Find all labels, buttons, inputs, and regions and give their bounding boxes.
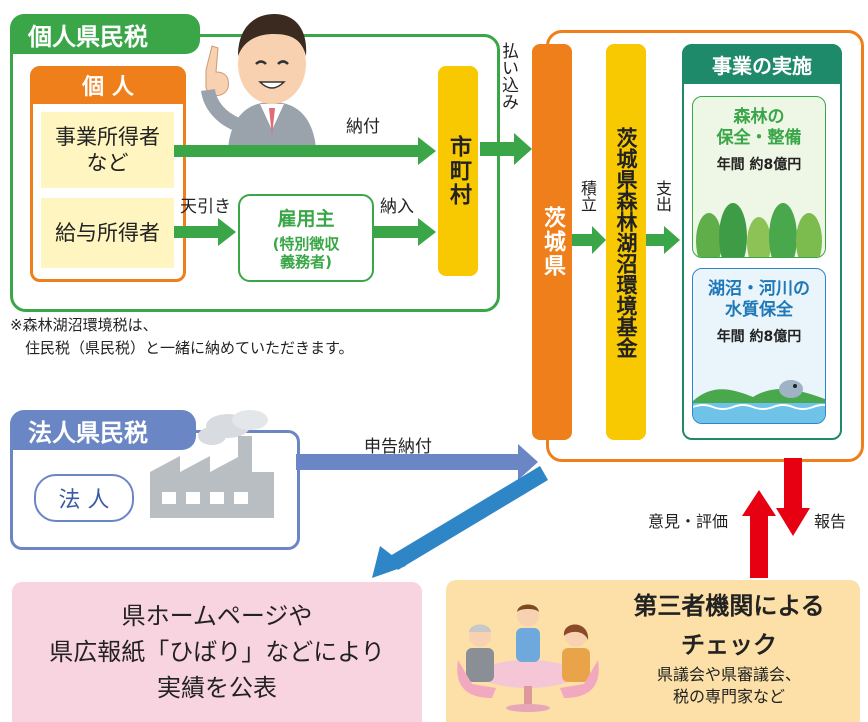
factory-icon: [150, 410, 274, 518]
accumulate-arrow: [572, 226, 606, 254]
individual-tax-tab: 個人県民税: [10, 14, 200, 54]
report-label: 報告: [814, 512, 847, 531]
delivery-arrow: [372, 218, 436, 246]
meeting-illustration: [457, 604, 599, 712]
employer-box: 雇用主 (特別徴収 義務者): [238, 194, 374, 282]
individual-header-label: 個 人: [82, 75, 134, 100]
third-party-title: 第三者機関による: [633, 592, 825, 620]
members-label: 県議会や県審議会、 税の専門家など: [656, 665, 801, 706]
projects-header: 事業の実施: [682, 44, 842, 84]
water-card: 湖沼・河川の 水質保全 年間 約8億円: [692, 268, 826, 424]
employer-label: 雇用主: [277, 208, 335, 230]
corporation-box: 法 人: [34, 474, 134, 522]
publication-box: 県ホームページや 県広報紙「ひばり」などにより 実績を公表: [12, 582, 422, 722]
municipality-bar: 市町村: [438, 66, 478, 276]
spend-arrow: [646, 226, 680, 254]
forest-title: 森林の 保全・整備: [716, 107, 802, 149]
forest-illustration: [696, 203, 822, 257]
publication-text: 県ホームページや 県広報紙「ひばり」などにより 実績を公表: [49, 602, 385, 702]
forest-budget: 年間 約8億円: [716, 156, 802, 173]
prefecture-label: 茨城県: [540, 206, 565, 278]
deduction-arrow: [174, 218, 236, 246]
water-budget: 年間 約8億円: [716, 328, 802, 345]
check-label: チェック: [681, 631, 777, 659]
accumulate-label: 積立: [578, 180, 597, 212]
transfer-arrow: [480, 133, 532, 165]
delivery-label: 納入: [380, 197, 414, 217]
spend-label: 支出: [653, 180, 672, 212]
business-income-label: 事業所得者 など: [55, 124, 160, 175]
water-title: 湖沼・河川の 水質保全: [708, 279, 810, 321]
deduction-label: 天引き: [180, 197, 231, 217]
corporate-tax-tab-label: 法人県民税: [28, 418, 148, 447]
prefecture-bar: 茨城県: [532, 44, 572, 440]
projects-header-label: 事業の実施: [712, 53, 812, 78]
payment-arrow: [174, 137, 436, 165]
lake-illustration: [693, 380, 825, 423]
corporate-tax-tab: 法人県民税: [10, 410, 196, 450]
salary-income-label: 給与所得者: [55, 220, 160, 245]
opinion-label: 意見・評価: [648, 512, 729, 531]
corporation-label: 法 人: [58, 488, 110, 513]
salary-income-box: 給与所得者: [41, 198, 174, 268]
individual-tax-tab-label: 個人県民税: [28, 22, 148, 51]
payment-label: 納付: [346, 117, 380, 137]
report-arrow: [776, 458, 810, 536]
fund-label: 茨城県森林湖沼環境基金: [614, 126, 638, 358]
tax-note: ※森林湖沼環境税は、 住民税（県民税）と一緒に納めていただきます。: [10, 316, 354, 358]
opinion-arrow: [742, 490, 776, 578]
forest-card: 森林の 保全・整備 年間 約8億円: [692, 96, 826, 258]
businessman-illustration: [201, 14, 316, 148]
fund-bar: 茨城県森林湖沼環境基金: [606, 44, 646, 440]
municipality-label: 市町村: [446, 135, 471, 207]
filing-label: 申告納付: [364, 437, 432, 457]
employer-note: (特別徴収 義務者): [272, 235, 340, 271]
third-party-box: [446, 580, 860, 722]
publication-arrow: [372, 466, 548, 578]
third-party-text: 第三者機関による チェック 県議会や県審議会、 税の専門家など: [604, 586, 854, 707]
individual-header: 個 人: [30, 66, 186, 104]
business-income-box: 事業所得者 など: [41, 112, 174, 188]
transfer-label: 払い込み: [498, 42, 518, 110]
